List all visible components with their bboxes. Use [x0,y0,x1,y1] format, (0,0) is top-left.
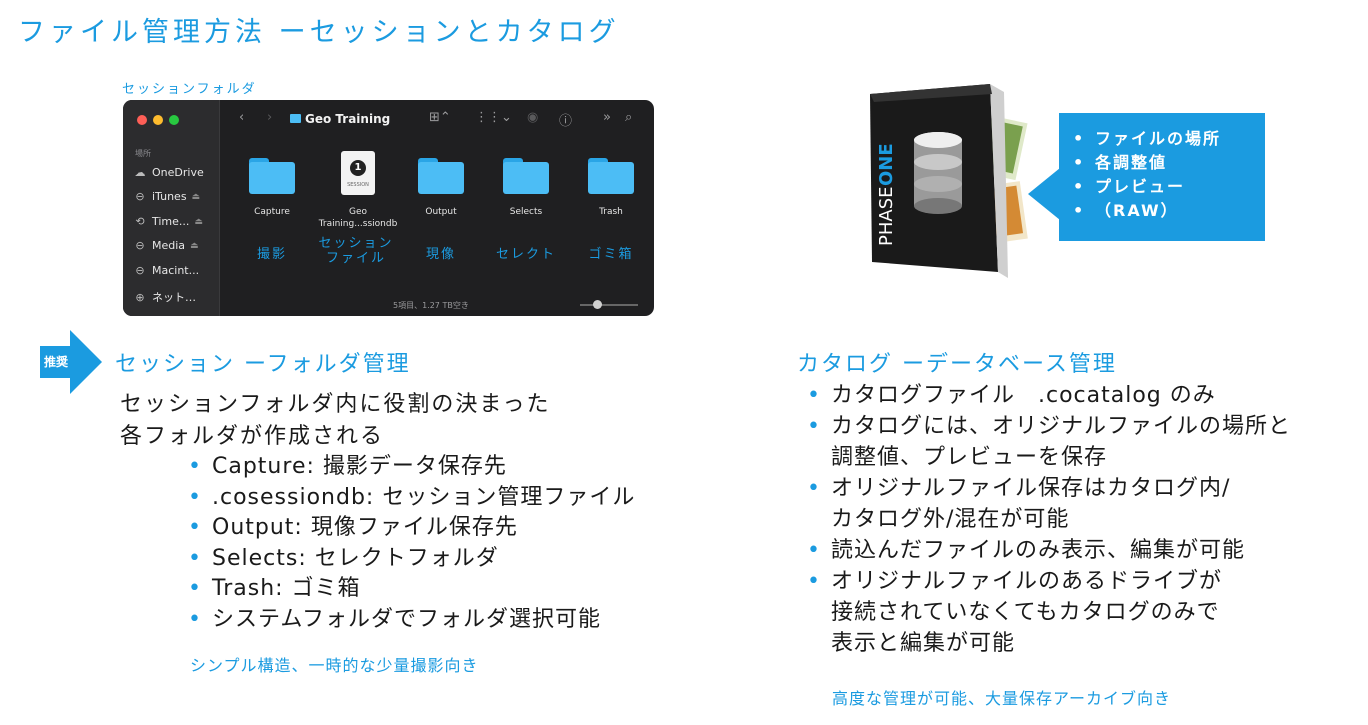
doc-caption: SESSION [347,182,369,188]
group-button[interactable]: ⋮⋮⌄ [475,110,512,125]
finder-window: 場所 ☁OneDrive ⊖iTunes⏏ ⟲Time...⏏ ⊖Media⏏ … [123,100,654,316]
catalog-heading: カタログ ーデータベース管理 [797,352,1117,377]
folder-output-icon[interactable] [418,158,464,194]
back-button[interactable]: ‹ [239,110,245,125]
jp-label-output: 現像 [425,247,456,262]
file-name-line: Training...ssiondb [318,219,398,229]
time-machine-icon: ⟲ [135,215,145,228]
list-item: オリジナルファイル保存はカタログ内/ [805,473,1291,504]
sidebar-item-media[interactable]: ⊖ Media ⏏ [133,239,219,252]
window-title: Geo Training [305,112,391,126]
list-item: Trash: ゴミ箱 [186,574,635,605]
sidebar-item-onedrive[interactable]: ☁ OneDrive [133,166,219,179]
sidebar-item-macintosh[interactable]: ⊖ Macint... [133,264,219,277]
minimize-window-button[interactable] [153,115,163,125]
cloud-icon: ☁ [134,166,146,179]
catalog-bullet-list: カタログファイル .cocatalog のみ カタログには、オリジナルファイルの… [805,380,1291,659]
sidebar-item-label: ネット… [152,291,196,304]
drive-icon: ⊖ [135,239,145,252]
jp-label-selects: セレクト [495,247,556,262]
list-item-continuation: 接続されていなくてもカタログのみで [831,600,1220,625]
list-item: カタログファイル .cocatalog のみ [805,380,1291,411]
brand-text-phase: PHASE [876,186,897,246]
jp-label-line: ファイル [325,251,386,266]
file-name-line: Geo [348,207,368,217]
drive-icon: ⊖ [135,190,145,203]
jp-label-trash: ゴミ箱 [588,247,634,262]
file-name-output[interactable]: Output [425,207,457,217]
jp-label-line: セッション [318,236,394,251]
list-item: Output: 現像ファイル保存先 [186,513,635,544]
callout-list: ファイルの場所 各調整値 プレビュー （RAW） [1073,127,1221,223]
list-item: 読込んだファイルのみ表示、編集が可能 [805,535,1291,566]
finder-sidebar: 場所 ☁OneDrive ⊖iTunes⏏ ⟲Time...⏏ ⊖Media⏏ … [123,100,220,316]
list-item: Selects: セレクトフォルダ [186,544,635,575]
sidebar-item-label: iTunes [152,190,187,203]
slider-knob[interactable] [593,300,602,309]
session-footnote: シンプル構造、一時的な少量撮影向き [190,656,479,675]
phaseone-catalog-book-icon: PHASE ONE [870,84,1028,278]
file-name-capture[interactable]: Capture [254,207,290,217]
eye-icon[interactable]: ◉ [527,110,539,125]
session-folder-label: セッションフォルダ [122,82,257,97]
list-item: オリジナルファイルのあるドライブが [805,566,1291,597]
sidebar-item-label: Macint... [152,264,200,277]
status-bar-text: 5項目、1.27 TB空き [393,301,469,310]
list-item: Capture: 撮影データ保存先 [186,452,635,483]
session-bullet-list: Capture: 撮影データ保存先 .cosessiondb: セッション管理フ… [186,452,635,635]
icon-size-slider[interactable] [580,304,638,306]
recommend-badge: 推奨 [43,355,68,369]
info-button[interactable]: ⓘ [559,114,573,129]
jp-label-session: セッション ファイル [311,236,401,266]
list-item: （RAW） [1073,199,1221,223]
zoom-window-button[interactable] [169,115,179,125]
recommend-arrow-icon [40,330,102,394]
list-item: 各調整値 [1073,151,1221,175]
forward-button[interactable]: › [267,110,273,125]
sidebar-item-label: Time... [152,215,190,228]
search-icon[interactable]: ⌕ [625,110,633,125]
eject-icon[interactable]: ⏏ [190,240,199,251]
list-item: カタログには、オリジナルファイルの場所と [805,411,1291,442]
page-title: ファイル管理方法 ーセッションとカタログ [18,17,620,48]
sidebar-section-title: 場所 [135,149,151,158]
callout-pointer [1028,168,1060,220]
sidebar-item-time-machine[interactable]: ⟲ Time... ⏏ [133,215,219,228]
folder-capture-icon[interactable] [249,158,295,194]
list-item: .cosessiondb: セッション管理ファイル [186,483,635,514]
sidebar-item-label: Media [152,239,186,252]
file-name-selects[interactable]: Selects [509,207,543,217]
list-item: システムフォルダでフォルダ選択可能 [186,605,635,636]
close-window-button[interactable] [137,115,147,125]
eject-icon[interactable]: ⏏ [194,216,203,227]
file-name-session[interactable]: Geo Training...ssiondb [318,206,398,230]
sidebar-item-label: OneDrive [152,166,204,179]
drive-icon: ⊖ [135,264,145,277]
session-desc-line: 各フォルダが作成される [120,424,385,449]
jp-label-capture: 撮影 [256,247,287,262]
eject-icon[interactable]: ⏏ [191,191,201,202]
view-grid-button[interactable]: ⊞⌃ [429,110,451,125]
sidebar-item-itunes[interactable]: ⊖ iTunes ⏏ [133,190,219,203]
list-item: プレビュー [1073,175,1221,199]
session-desc-line: セッションフォルダ内に役割の決まった [120,392,551,417]
network-icon: ⊕ [135,290,145,304]
list-item: ファイルの場所 [1073,127,1221,151]
capture-one-badge: 1 [350,160,366,176]
more-toolbar-button[interactable]: » [603,110,611,125]
sidebar-item-network[interactable]: ⊕ ネット… [133,289,219,305]
catalog-footnote: 高度な管理が可能、大量保存アーカイブ向き [832,689,1172,708]
brand-text-one: ONE [876,143,897,186]
list-item-continuation: 調整値、プレビューを保存 [831,445,1108,470]
file-name-trash[interactable]: Trash [599,207,623,217]
session-heading: セッション ーフォルダ管理 [115,352,411,377]
list-item-continuation: カタログ外/混在が可能 [831,507,1070,532]
catalog-contents-callout: ファイルの場所 各調整値 プレビュー （RAW） [1059,113,1265,241]
session-file-icon[interactable]: 1 SESSION [341,151,375,195]
folder-trash-icon[interactable] [588,158,634,194]
list-item-continuation: 表示と編集が可能 [831,631,1016,656]
folder-selects-icon[interactable] [503,158,549,194]
folder-icon [290,114,301,123]
